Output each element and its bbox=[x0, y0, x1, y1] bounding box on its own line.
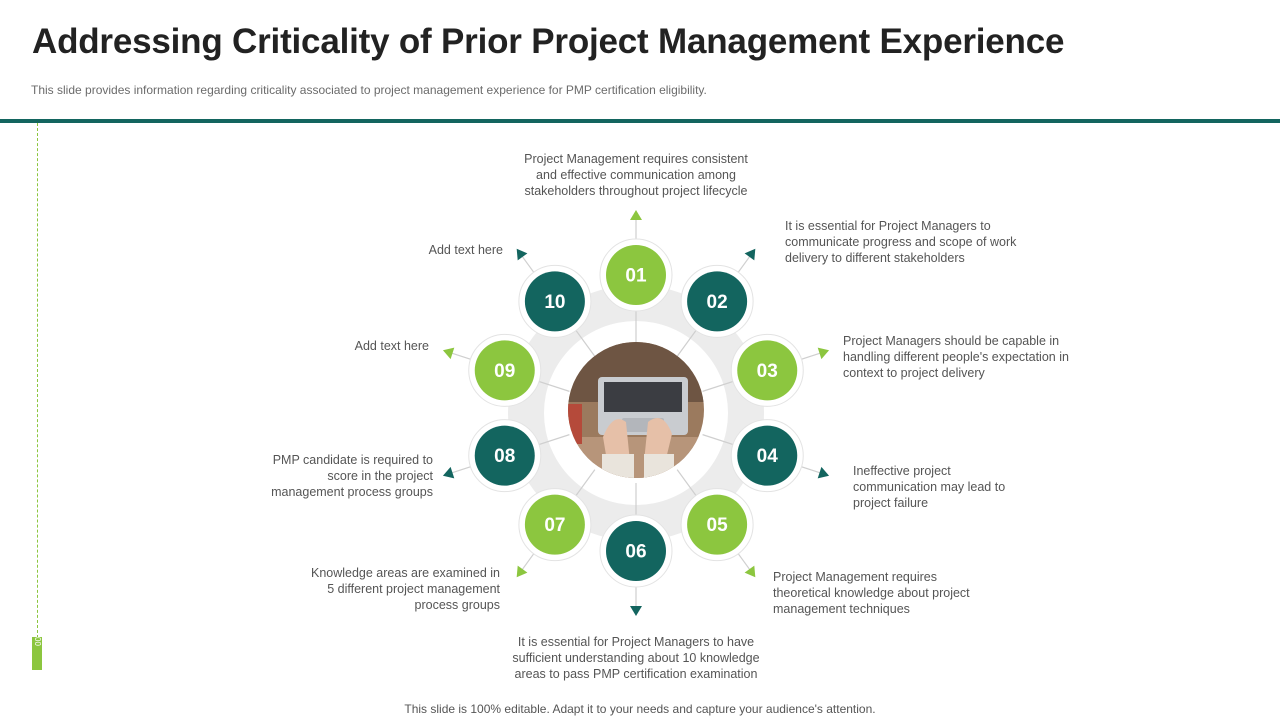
arrow-head-icon bbox=[516, 248, 528, 261]
step-number: 07 bbox=[544, 515, 565, 536]
step-04-text: Ineffective project communication may le… bbox=[853, 464, 1006, 510]
step-06-text: It is essential for Project Managers to … bbox=[512, 635, 760, 681]
step-number: 04 bbox=[757, 446, 779, 467]
step-number: 05 bbox=[707, 515, 729, 536]
step-02-text: It is essential for Project Managers to … bbox=[785, 219, 1017, 265]
step-node-circle bbox=[524, 494, 585, 555]
page-subtitle: This slide provides information regardin… bbox=[31, 83, 707, 97]
arrow-head-icon bbox=[817, 347, 830, 360]
step-number: 01 bbox=[625, 266, 647, 287]
step-09-text: Add text here bbox=[354, 339, 429, 353]
side-dashed-line bbox=[37, 123, 38, 638]
center-photo bbox=[568, 342, 704, 478]
step-05-text: Project Management requires theoretical … bbox=[773, 570, 970, 616]
step-node-circle bbox=[474, 425, 535, 486]
step-number: 03 bbox=[757, 361, 778, 382]
arrow-head-icon bbox=[442, 347, 455, 360]
arrow-head-icon bbox=[516, 565, 528, 578]
page-title: Addressing Criticality of Prior Project … bbox=[32, 22, 1065, 61]
step-number: 08 bbox=[494, 446, 515, 467]
step-07-text: Knowledge areas are examined in 5 differ… bbox=[310, 566, 500, 612]
step-10-text: Add text here bbox=[428, 243, 503, 257]
step-08-text: PMP candidate is required to score in th… bbox=[271, 453, 433, 499]
step-number: 09 bbox=[494, 361, 515, 382]
arrow-head-icon bbox=[817, 466, 830, 479]
step-node-circle bbox=[687, 271, 748, 332]
step-node-circle bbox=[606, 245, 666, 305]
step-node-circle bbox=[737, 425, 798, 486]
step-number: 06 bbox=[625, 542, 646, 563]
step-node-circle bbox=[524, 271, 585, 332]
step-node-circle bbox=[474, 340, 535, 401]
arrow-head-icon bbox=[630, 210, 642, 220]
step-number: 10 bbox=[544, 292, 565, 313]
header-divider bbox=[0, 119, 1280, 123]
page-indicator: 00 bbox=[32, 637, 42, 670]
step-node-circle bbox=[606, 521, 666, 581]
step-node-circle bbox=[737, 340, 798, 401]
arrow-head-icon bbox=[442, 466, 455, 479]
step-03-text: Project Managers should be capable in ha… bbox=[843, 334, 1069, 380]
arrow-head-icon bbox=[744, 565, 756, 578]
step-node-circle bbox=[687, 494, 748, 555]
step-01-text: Project Management requires consistent a… bbox=[524, 152, 748, 198]
footer-note: This slide is 100% editable. Adapt it to… bbox=[404, 702, 876, 716]
arrow-head-icon bbox=[630, 606, 642, 616]
step-number: 02 bbox=[707, 292, 728, 313]
arrow-head-icon bbox=[744, 248, 756, 261]
page-number: 00 bbox=[33, 637, 42, 646]
laptop-photo-icon bbox=[568, 342, 704, 478]
